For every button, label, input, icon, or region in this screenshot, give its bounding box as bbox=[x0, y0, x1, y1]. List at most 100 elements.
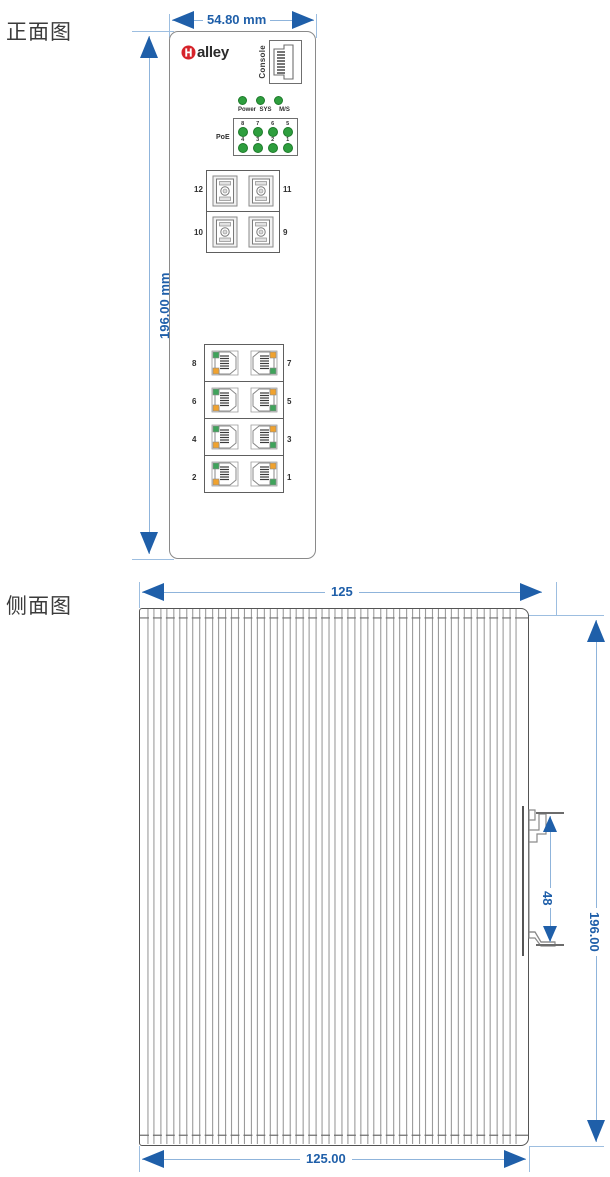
front-panel: alley Console bbox=[169, 31, 316, 559]
poe-led bbox=[267, 143, 278, 153]
poe-cell: 5 bbox=[282, 121, 294, 137]
side-bottom-arrow-left bbox=[142, 1150, 164, 1168]
sfp-port-block bbox=[206, 170, 280, 253]
console-port-group: Console bbox=[258, 40, 302, 84]
rj45-port[interactable] bbox=[244, 345, 283, 381]
side-bottom-dim-text: 125.00 bbox=[300, 1152, 352, 1165]
sfp-port-number-10: 10 bbox=[194, 228, 203, 237]
poe-number: 7 bbox=[256, 121, 260, 127]
status-led-labels: Power SYS M/S bbox=[238, 107, 293, 113]
rj45-port[interactable] bbox=[244, 419, 283, 455]
brand-logo: alley bbox=[181, 43, 229, 61]
din-48-dim-text: 48 bbox=[539, 888, 556, 909]
poe-number: 3 bbox=[256, 137, 260, 143]
poe-led bbox=[267, 127, 278, 137]
side-height-dim-text: 196.00 bbox=[586, 908, 603, 956]
status-led-label-sys: SYS bbox=[259, 107, 272, 113]
side-bottom-ext-left bbox=[139, 1146, 140, 1172]
poe-number: 6 bbox=[271, 121, 275, 127]
heat-fins bbox=[140, 609, 528, 1145]
rj45-port-number-8: 8 bbox=[192, 359, 197, 368]
poe-number: 1 bbox=[286, 137, 290, 143]
side-height-ext-top bbox=[529, 615, 604, 616]
poe-cell: 7 bbox=[252, 121, 264, 137]
sfp-port[interactable] bbox=[243, 171, 279, 211]
rj45-port[interactable] bbox=[205, 382, 244, 418]
sfp-port-number-12: 12 bbox=[194, 185, 203, 194]
front-width-arrow-right bbox=[292, 11, 314, 29]
poe-number: 4 bbox=[241, 137, 245, 143]
brand-name: alley bbox=[197, 43, 229, 61]
side-top-ext-right bbox=[556, 582, 557, 616]
sfp-port[interactable] bbox=[207, 212, 243, 252]
rj45-port-row bbox=[205, 345, 283, 382]
front-view-label: 正面图 bbox=[6, 21, 72, 44]
poe-led bbox=[282, 143, 293, 153]
din-48-dimline bbox=[550, 816, 551, 942]
sfp-port[interactable] bbox=[243, 212, 279, 252]
poe-led-row-bottom: 4 3 2 1 bbox=[237, 137, 294, 153]
front-width-dim-text: 54.80 mm bbox=[203, 13, 271, 26]
sfp-port-number-9: 9 bbox=[283, 228, 288, 237]
rj45-port-row bbox=[205, 419, 283, 456]
front-height-dimline bbox=[149, 36, 150, 554]
console-label: Console bbox=[258, 45, 267, 79]
poe-cell: 2 bbox=[267, 137, 279, 153]
poe-cell: 6 bbox=[267, 121, 279, 137]
poe-cell: 3 bbox=[252, 137, 264, 153]
poe-cell: 4 bbox=[237, 137, 249, 153]
sfp-port-row bbox=[207, 212, 279, 252]
status-led-row bbox=[238, 96, 293, 105]
rj45-port[interactable] bbox=[205, 345, 244, 381]
din-48-arrow-down bbox=[543, 926, 557, 942]
halley-h-mark-icon bbox=[181, 44, 196, 60]
sfp-port-row bbox=[207, 171, 279, 212]
poe-led bbox=[252, 143, 263, 153]
poe-led-row-top: 8 7 6 5 bbox=[237, 121, 294, 137]
status-led-label-ms: M/S bbox=[279, 107, 290, 113]
rj45-port[interactable] bbox=[205, 419, 244, 455]
poe-led bbox=[237, 143, 248, 153]
din-48-tick-top bbox=[536, 812, 564, 814]
side-top-arrow-left bbox=[142, 583, 164, 601]
front-width-ext-left bbox=[169, 14, 170, 38]
status-led-label-power: Power bbox=[238, 107, 257, 113]
side-height-arrow-down bbox=[587, 1120, 605, 1142]
rj45-port-number-6: 6 bbox=[192, 397, 197, 406]
front-width-arrow-left bbox=[172, 11, 194, 29]
poe-number: 2 bbox=[271, 137, 275, 143]
poe-led bbox=[252, 127, 263, 137]
status-led-group: Power SYS M/S bbox=[238, 96, 293, 113]
side-panel-body bbox=[139, 608, 529, 1146]
rj45-console-port-icon bbox=[269, 40, 302, 84]
rj45-port[interactable] bbox=[205, 456, 244, 492]
poe-cell: 1 bbox=[282, 137, 294, 153]
sfp-port-number-11: 11 bbox=[283, 185, 292, 194]
led-sys bbox=[256, 96, 265, 105]
side-top-arrow-right bbox=[520, 583, 542, 601]
side-height-dimline bbox=[596, 620, 597, 1142]
rj45-port-block bbox=[204, 344, 284, 493]
led-power bbox=[238, 96, 247, 105]
poe-cell: 8 bbox=[237, 121, 249, 137]
rj45-port-number-3: 3 bbox=[287, 435, 292, 444]
sfp-port[interactable] bbox=[207, 171, 243, 211]
side-bottom-ext-right bbox=[529, 1146, 530, 1172]
side-top-ext-left bbox=[139, 582, 140, 608]
side-height-arrow-up bbox=[587, 620, 605, 642]
front-height-ext-bottom bbox=[132, 559, 174, 560]
poe-label: PoE bbox=[216, 133, 230, 141]
rj45-port[interactable] bbox=[244, 382, 283, 418]
rj45-port-number-4: 4 bbox=[192, 435, 197, 444]
side-top-dim-text: 125 bbox=[325, 585, 359, 598]
rj45-port[interactable] bbox=[244, 456, 283, 492]
rj45-port-row bbox=[205, 382, 283, 419]
front-width-ext-right bbox=[316, 14, 317, 38]
poe-led bbox=[237, 127, 248, 137]
poe-number: 8 bbox=[241, 121, 245, 127]
rj45-port-number-1: 1 bbox=[287, 473, 292, 482]
poe-led-group: PoE 8 7 6 5 4 3 2 1 bbox=[216, 118, 298, 156]
front-height-arrow-up bbox=[140, 36, 158, 58]
rj45-port-row bbox=[205, 456, 283, 492]
rj45-port-number-5: 5 bbox=[287, 397, 292, 406]
